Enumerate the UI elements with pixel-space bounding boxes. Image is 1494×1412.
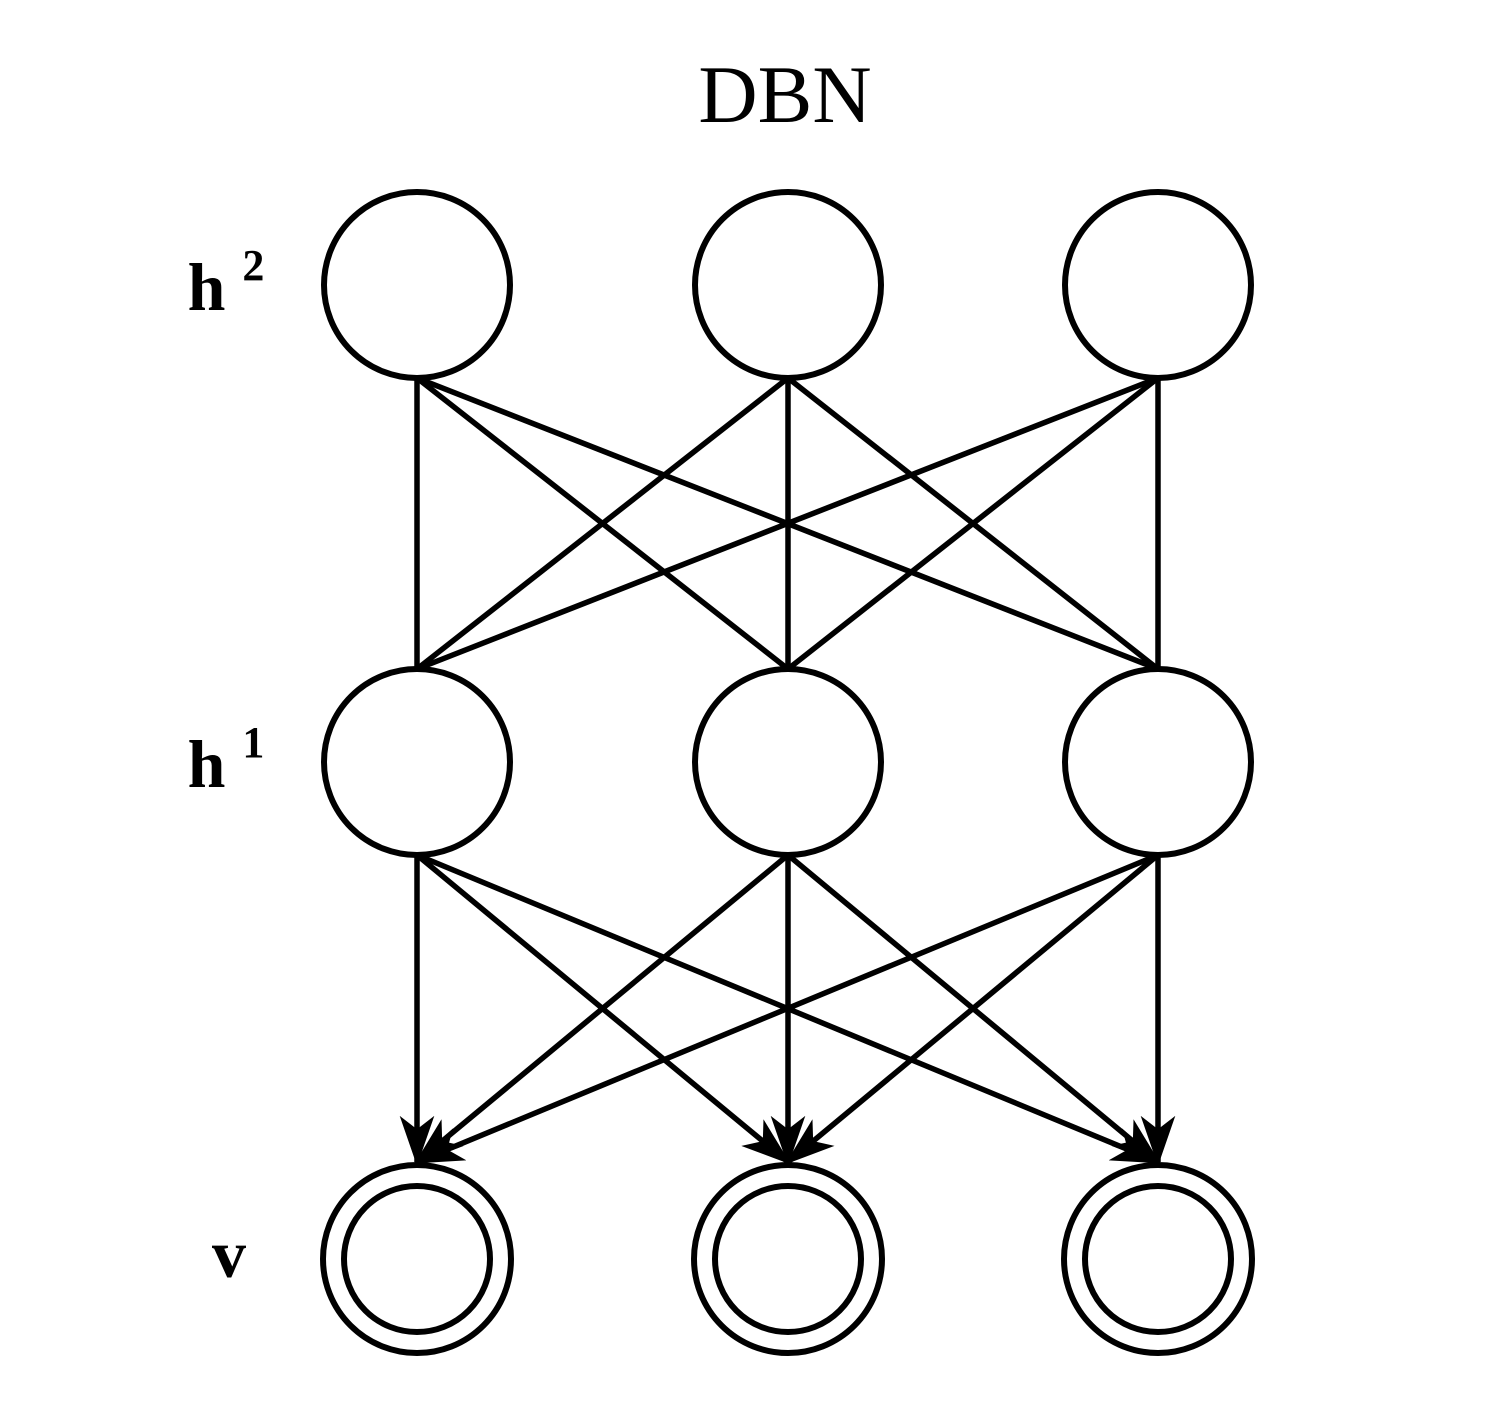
edge-h2n2-h1n1	[415, 375, 790, 672]
edges-h2-h1	[414, 375, 1161, 672]
layer-label-h1-base: h	[188, 726, 226, 802]
h1-node-3	[1062, 666, 1254, 858]
layer-label-h1: h 1	[188, 718, 265, 802]
v-node-3	[1061, 1162, 1255, 1356]
v-node-1	[320, 1162, 514, 1356]
arrow-h1n3-vn2	[785, 852, 1160, 1165]
h2-node-3	[1062, 189, 1254, 381]
edge-h2n3-h1n2	[786, 375, 1160, 672]
h1-node-1	[321, 666, 513, 858]
h2-node-1	[321, 189, 513, 381]
diagram-title: DBN	[698, 49, 871, 140]
arrow-h1n3-vn1	[413, 852, 1160, 1165]
edges-h1-v	[399, 852, 1176, 1166]
layer-label-h2: h 2	[188, 241, 265, 325]
v-node-1-inner-circle	[341, 1183, 493, 1335]
layer-label-h2-sup: 2	[242, 241, 264, 290]
v-node-3-inner-circle	[1082, 1183, 1234, 1335]
layer-label-h1-sup: 1	[242, 718, 264, 767]
v-node-2	[691, 1162, 885, 1356]
v-node-3-outer-circle	[1061, 1162, 1255, 1356]
edge-h2n3-h1n1	[415, 375, 1160, 672]
layer-label-h2-base: h	[188, 249, 226, 325]
arrow-h1n2-vn1	[414, 852, 790, 1165]
h2-node-2	[692, 189, 884, 381]
layer-h2-nodes	[321, 189, 1254, 381]
layer-label-v: v	[212, 1216, 246, 1292]
layer-v-nodes	[320, 1162, 1255, 1356]
layer-label-v-base: v	[212, 1216, 246, 1292]
v-node-2-inner-circle	[712, 1183, 864, 1335]
v-node-2-outer-circle	[691, 1162, 885, 1356]
v-node-1-outer-circle	[320, 1162, 514, 1356]
h1-node-2	[692, 666, 884, 858]
layer-h1-nodes	[321, 666, 1254, 858]
